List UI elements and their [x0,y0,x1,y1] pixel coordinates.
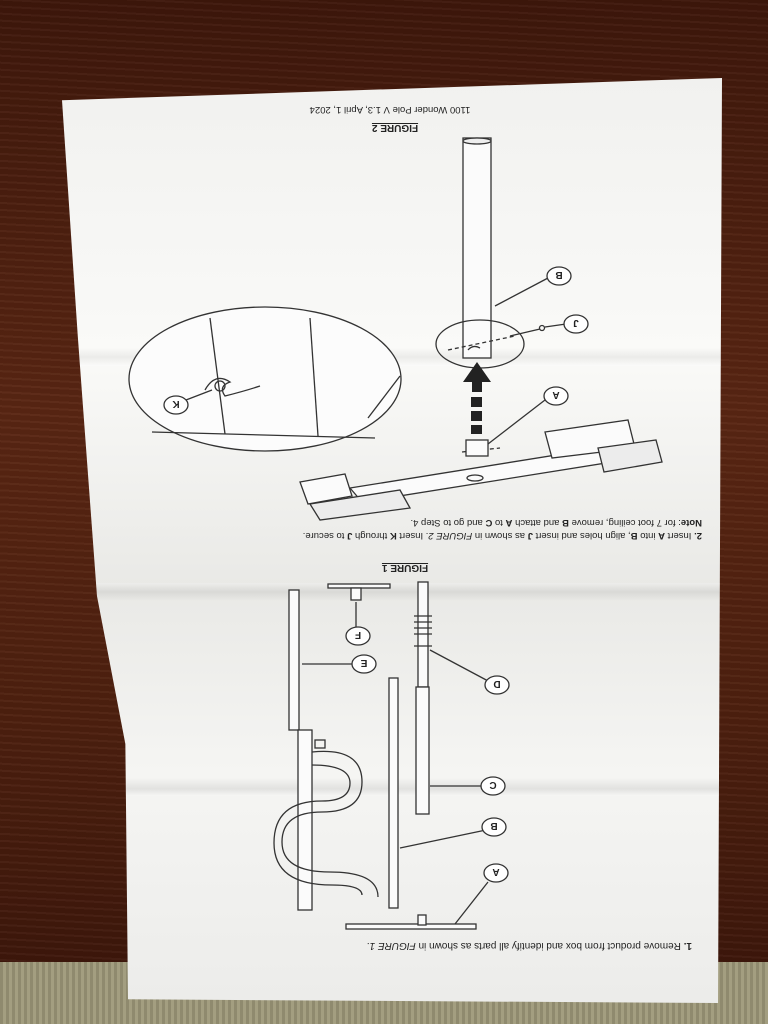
paper-fold-crease [62,583,722,601]
callout-a-leader [487,399,546,445]
callout-f: F [345,626,371,646]
callout-c-label: C [489,779,496,790]
callout-a: A [543,386,569,406]
callout-d-label: D [493,678,500,689]
figure-1-pole-b [388,677,399,909]
callout-b-leader [494,277,549,307]
figure-1-pole-c [414,581,432,815]
callout-a-label: A [492,866,499,877]
figure-1-foot-plate-f [327,583,391,601]
callout-c: C [480,776,506,796]
callout-e: E [351,654,377,674]
callout-j: J [563,314,589,334]
callout-b-leader [399,829,487,849]
callout-a: A [483,863,509,883]
callout-b: B [546,266,572,286]
pin-j-ring [467,345,481,351]
insert-arrow [463,362,491,434]
callout-f-label: F [355,629,361,640]
callout-d-leader [429,649,491,683]
callout-a-label: A [552,389,559,400]
callout-b: B [481,817,507,837]
callout-j-leader [544,323,567,328]
figure-2-base-a [299,419,663,521]
pin-j-axis [447,335,516,351]
figure-1-base-a [345,914,477,930]
callout-e-label: E [360,657,367,668]
figure-1-s-bar-e [273,589,379,911]
callout-a-leader [454,881,489,925]
callout-b-label: B [490,820,497,831]
callout-d: D [484,675,510,695]
callout-k: K [163,395,189,415]
pin-j [509,324,546,337]
callout-j-label: J [573,317,579,328]
callout-k-label: K [172,398,180,409]
callout-b-label: B [555,269,562,280]
pin-k-detail [128,306,402,452]
figure-2-pole-b [462,137,492,359]
